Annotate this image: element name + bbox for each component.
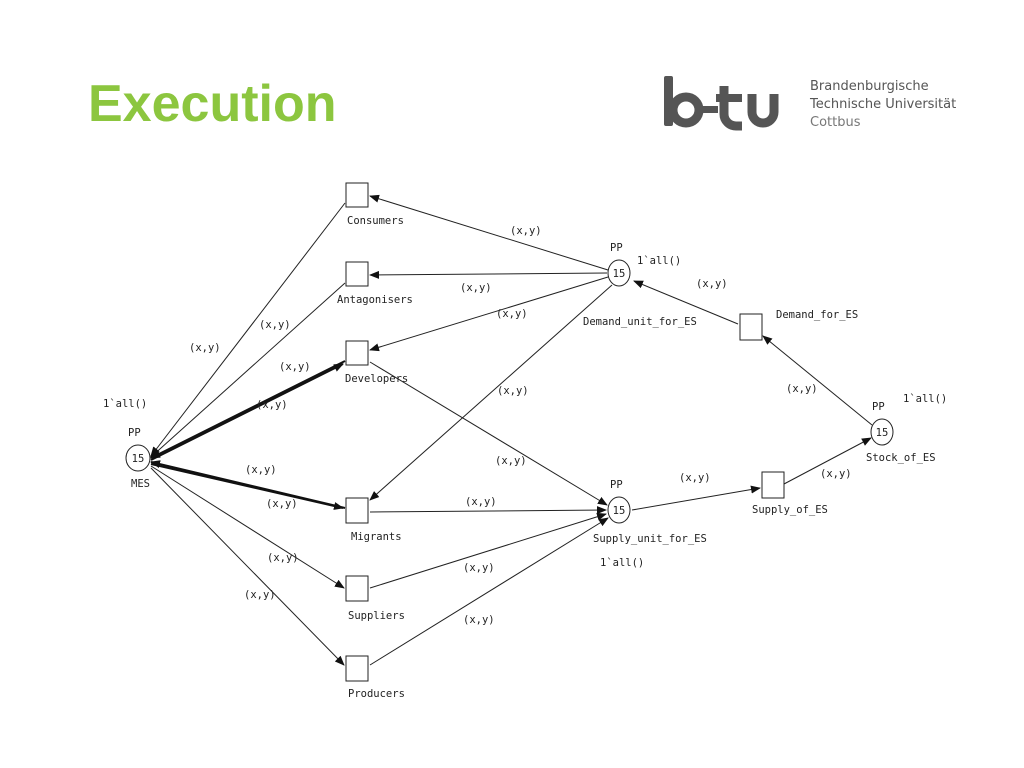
demand-unit-name: Demand_unit_for_ES [583, 316, 697, 328]
arc-mes-migrants [150, 463, 344, 510]
stock-count: 15 [876, 427, 889, 439]
suppliers-label: Suppliers [348, 610, 405, 622]
arc-label: (x,y) [820, 468, 852, 480]
arc-mes-suppliers [150, 465, 345, 589]
logo-text: Brandenburgische Technische Universität … [810, 78, 956, 132]
arc-demand-antagonisers [369, 270, 608, 279]
arc-label: (x,y) [465, 496, 497, 508]
stock-name: Stock_of_ES [866, 452, 936, 464]
consumers-label: Consumers [347, 215, 404, 227]
place-stock [870, 418, 894, 446]
arc-label: (x,y) [496, 308, 528, 320]
transition-producers [345, 655, 369, 682]
transition-antagonisers [345, 261, 369, 287]
arc-demand-developers [369, 276, 609, 352]
place-mes [125, 444, 151, 472]
arc-antagonisers-mes [150, 282, 346, 458]
logo-line-2: Technische Universität [810, 97, 957, 112]
supply-unit-type: PP [610, 479, 623, 491]
arc-label: (x,y) [189, 342, 221, 354]
stock-type: PP [872, 401, 885, 413]
transition-demand-for-es [739, 313, 763, 341]
arc-label: (x,y) [497, 385, 529, 397]
university-logo: Brandenburgische Technische Universität … [660, 72, 980, 136]
arc-supplyunit-supplyES [631, 485, 761, 511]
arc-label: (x,y) [245, 464, 277, 476]
arc-label: (x,y) [259, 319, 291, 331]
demand-unit-marking: 1`all() [637, 255, 681, 267]
supply-unit-name: Supply_unit_for_ES [593, 533, 707, 545]
transition-consumers [345, 182, 369, 208]
arc-label: (x,y) [266, 498, 298, 510]
mes-count: 15 [132, 453, 145, 465]
place-demand-unit [607, 259, 631, 287]
arc-consumers-mes [150, 202, 346, 457]
antagonisers-label: Antagonisers [337, 294, 413, 306]
arc-label: (x,y) [463, 614, 495, 626]
logo-line-3: Cottbus [810, 115, 861, 130]
arc-supplyES-stock [783, 437, 872, 485]
demand-unit-count: 15 [613, 268, 626, 280]
arc-demandES-demandunit [633, 280, 739, 325]
arc-suppliers-supply [369, 512, 607, 589]
arc-label: (x,y) [279, 361, 311, 373]
arc-label: (x,y) [495, 455, 527, 467]
demand-unit-type: PP [610, 242, 623, 254]
producers-label: Producers [348, 688, 405, 700]
supply-of-es-label: Supply_of_ES [752, 504, 828, 516]
arc-label: (x,y) [463, 562, 495, 574]
mes-name: MES [131, 478, 150, 490]
arc-stock-demandES [762, 335, 873, 426]
arc-label: (x,y) [460, 282, 492, 294]
arc-label: (x,y) [696, 278, 728, 290]
transition-migrants [345, 497, 369, 524]
arc-label: (x,y) [510, 225, 542, 237]
arc-label: (x,y) [244, 589, 276, 601]
arc-label: (x,y) [267, 552, 299, 564]
arc-label: (x,y) [786, 383, 818, 395]
transition-developers [345, 340, 369, 366]
arc-developers-mes [150, 360, 346, 459]
arc-producers-supply [369, 517, 609, 666]
demand-for-es-label: Demand_for_ES [776, 309, 858, 321]
arc-demand-migrants [369, 284, 613, 501]
logo-line-1: Brandenburgische [810, 79, 929, 94]
arc-demand-consumers [369, 194, 609, 271]
transition-supply-of-es [761, 471, 785, 499]
page-title: Execution [88, 75, 337, 133]
migrants-label: Migrants [351, 531, 402, 543]
mes-type: PP [128, 427, 141, 439]
arc-label: (x,y) [679, 472, 711, 484]
arc-mes-producers [150, 467, 345, 666]
place-supply-unit [607, 496, 631, 524]
arc-mes-developers [150, 363, 344, 461]
stock-marking: 1`all() [903, 393, 947, 405]
btu-logo-icon [664, 76, 779, 131]
arc-label: (x,y) [256, 399, 288, 411]
mes-marking: 1`all() [103, 398, 147, 410]
arc-migrants-supply [369, 506, 607, 515]
developers-label: Developers [345, 373, 408, 385]
transition-suppliers [345, 575, 369, 602]
arc-developers-supply [369, 361, 608, 506]
supply-unit-marking: 1`all() [600, 557, 644, 569]
supply-unit-count: 15 [613, 505, 626, 517]
